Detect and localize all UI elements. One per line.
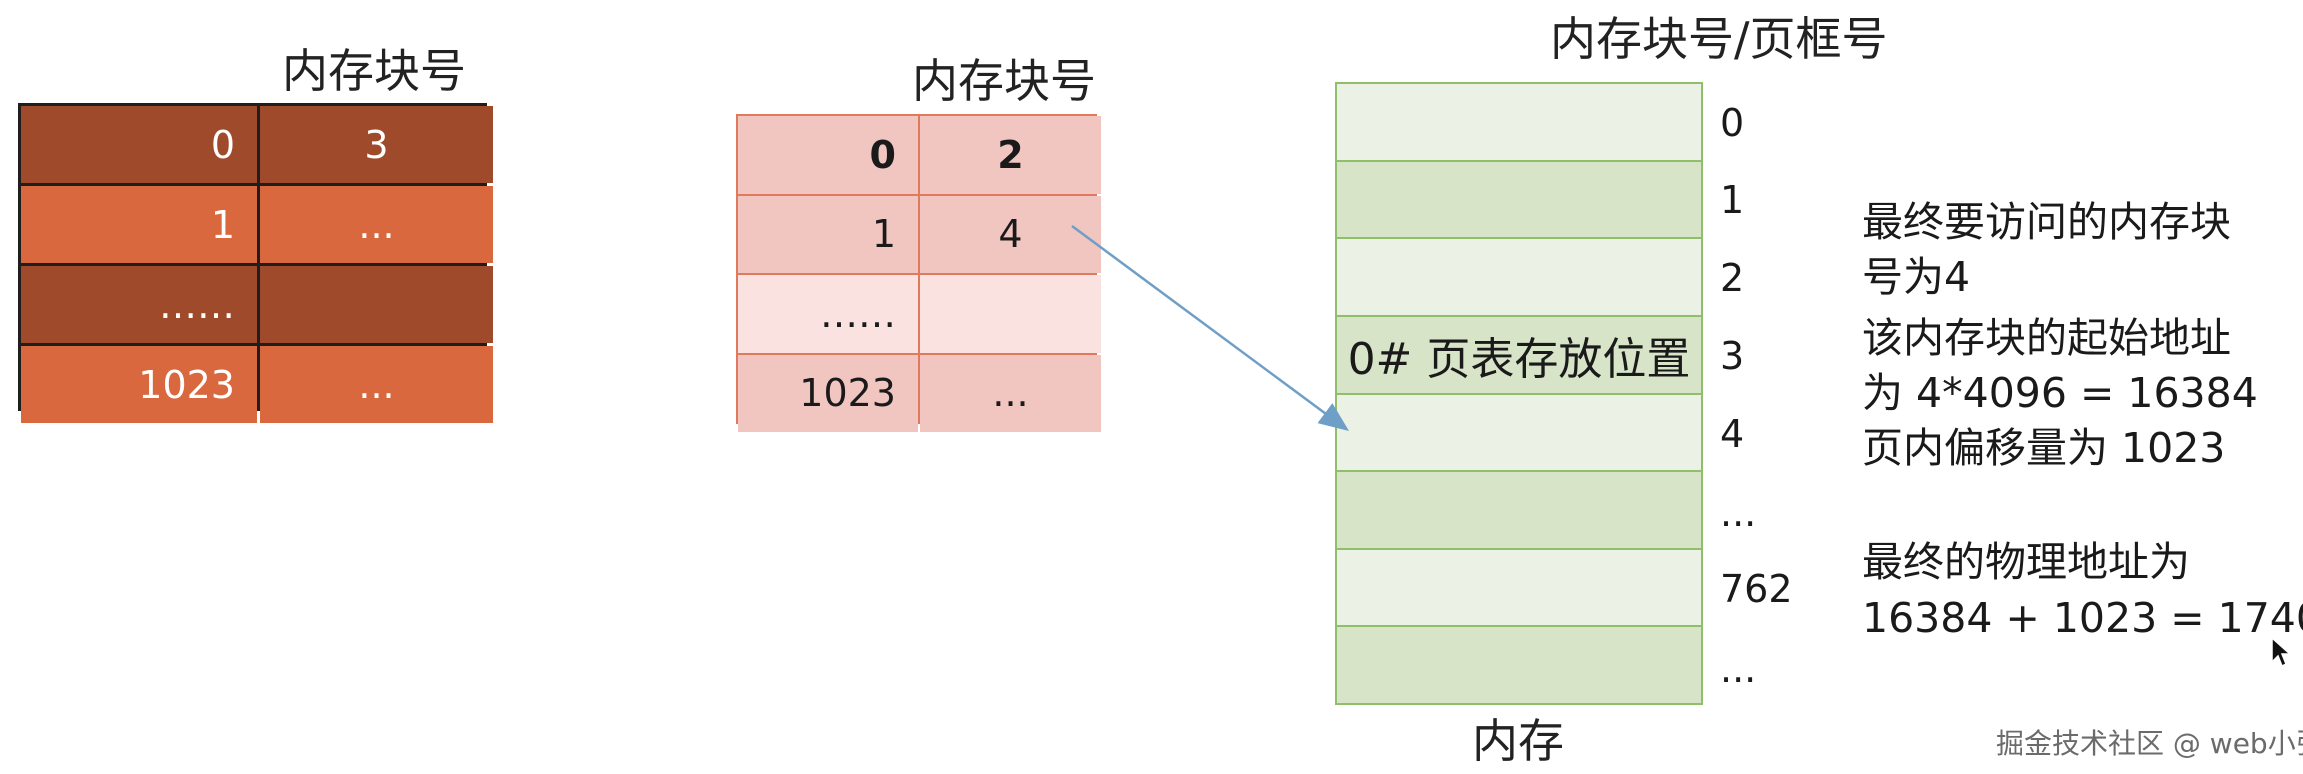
memory-block bbox=[1337, 84, 1701, 162]
mid-table-cell: 0 bbox=[738, 116, 918, 194]
left-table-cell: 1023 bbox=[21, 346, 257, 423]
mid-table-cell: 2 bbox=[920, 116, 1101, 194]
left-table: 0 3 1 ... …… 1023 ... bbox=[18, 103, 493, 423]
left-table-header: 内存块号 bbox=[282, 44, 466, 98]
page-table-block: 0# 页表存放位置 bbox=[1337, 316, 1701, 395]
left-table-cell: 0 bbox=[21, 106, 257, 183]
memory-header: 内存块号/页框号 bbox=[1550, 12, 1888, 66]
left-table-cell bbox=[260, 266, 493, 343]
mid-table-cell bbox=[920, 275, 1101, 353]
note-line: 为 4*4096 = 16384 bbox=[1862, 369, 2258, 417]
left-table-cell: ... bbox=[260, 346, 493, 423]
memory-block bbox=[1337, 394, 1701, 473]
block-number-label: 2 bbox=[1720, 256, 1745, 300]
mid-table: 0 2 1 4 …… 1023 ... bbox=[736, 114, 1101, 432]
memory-column: 0# 页表存放位置 bbox=[1335, 82, 1703, 705]
mid-table-header: 内存块号 bbox=[912, 54, 1096, 108]
mid-table-cell: 1 bbox=[738, 195, 918, 273]
block-number-label: 0 bbox=[1720, 101, 1745, 145]
note-line: 最终的物理地址为 bbox=[1862, 538, 2190, 586]
memory-block bbox=[1337, 627, 1701, 703]
left-table-cell: ... bbox=[260, 186, 493, 263]
note-line: 16384 + 1023 = 17407 bbox=[1862, 594, 2303, 642]
mid-table-cell: 1023 bbox=[738, 354, 918, 432]
left-table-cell: 1 bbox=[21, 186, 257, 263]
mid-table-cell: ... bbox=[920, 354, 1101, 432]
left-table-cell: …… bbox=[21, 266, 257, 343]
note-line: 最终要访问的内存块 bbox=[1862, 198, 2231, 246]
mouse-cursor-icon bbox=[2271, 636, 2292, 668]
mid-table-cell: …… bbox=[738, 275, 918, 353]
memory-block bbox=[1337, 161, 1701, 240]
block-number-label: 4 bbox=[1720, 412, 1745, 456]
memory-block bbox=[1337, 472, 1701, 550]
block-number-label: 762 bbox=[1720, 567, 1793, 611]
memory-block bbox=[1337, 549, 1701, 628]
block-number-label: 3 bbox=[1720, 334, 1745, 378]
block-number-label: ... bbox=[1720, 491, 1757, 535]
watermark: 掘金技术社区 @ web小张 bbox=[1996, 727, 2303, 760]
left-table-cell: 3 bbox=[260, 106, 493, 183]
note-line: 该内存块的起始地址 bbox=[1862, 314, 2231, 362]
block-number-label: ... bbox=[1720, 647, 1757, 691]
memory-block bbox=[1337, 239, 1701, 317]
note-line: 号为4 bbox=[1862, 253, 1971, 301]
mid-table-cell: 4 bbox=[920, 195, 1101, 273]
block-number-label: 1 bbox=[1720, 178, 1745, 222]
memory-footer: 内存 bbox=[1472, 714, 1564, 768]
note-line: 页内偏移量为 1023 bbox=[1862, 424, 2226, 472]
